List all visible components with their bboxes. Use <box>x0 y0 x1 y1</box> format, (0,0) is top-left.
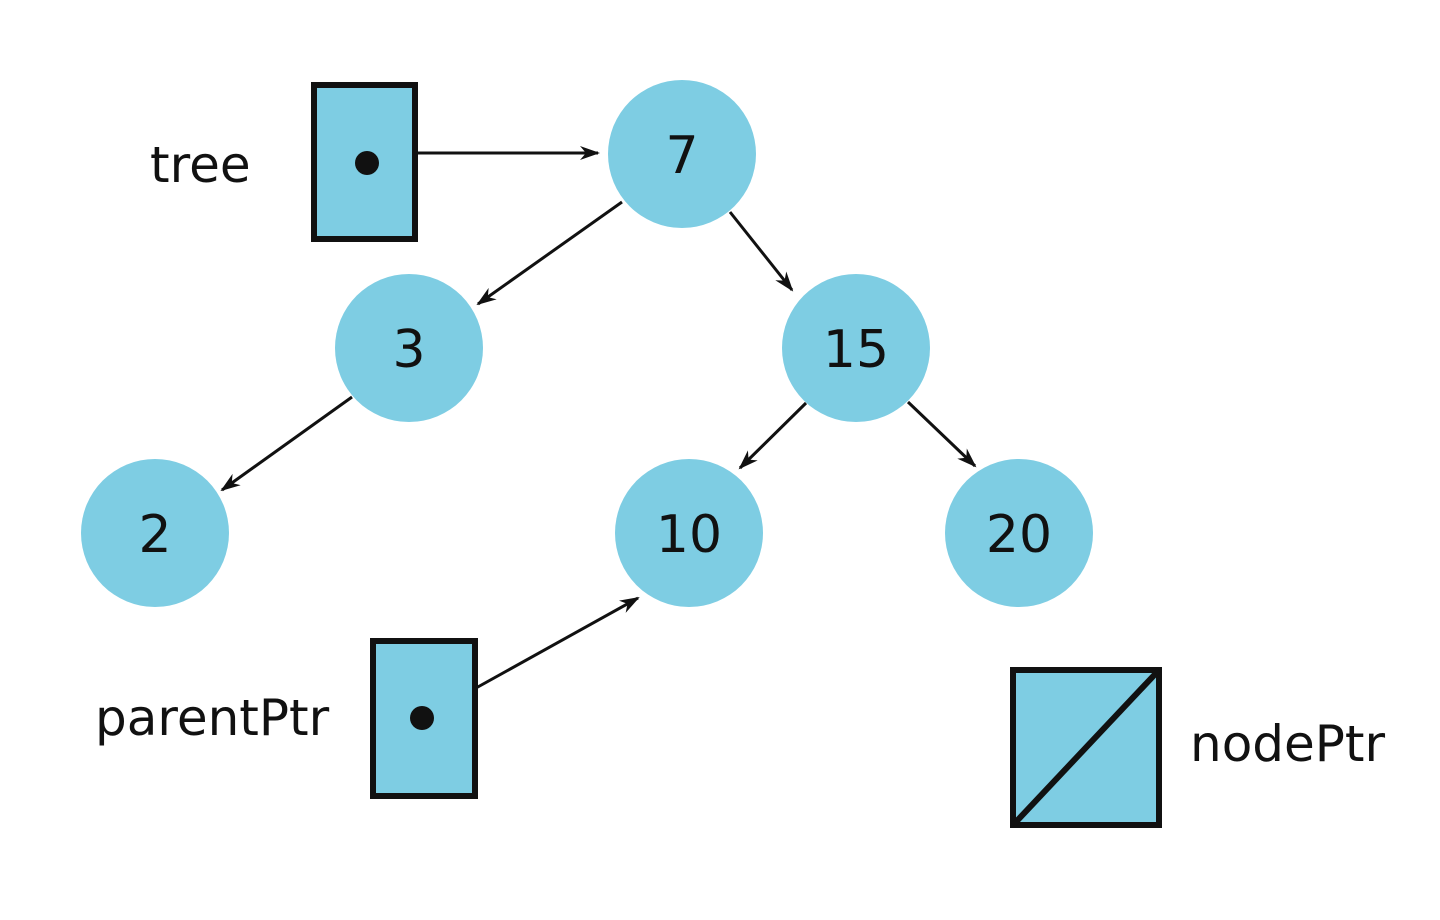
edge-7-to-3 <box>476 200 623 306</box>
pointer-label-parentptr: parentPtr <box>95 689 330 747</box>
tree-node-7: 7 <box>608 80 756 228</box>
node-circle <box>615 459 763 607</box>
node-circle <box>945 459 1093 607</box>
node-label: 2 <box>138 505 171 565</box>
edge-7-to-15 <box>728 211 794 292</box>
tree-node-3: 3 <box>335 274 483 422</box>
pointer-label-tree: tree <box>150 136 251 194</box>
null-slash-icon <box>1010 667 1162 828</box>
tree-node-10: 10 <box>615 459 763 607</box>
tree-edges <box>220 200 977 492</box>
node-label: 10 <box>656 505 722 565</box>
tree-node-20: 20 <box>945 459 1093 607</box>
node-circle <box>782 274 930 422</box>
node-label: 20 <box>986 505 1052 565</box>
node-label: 15 <box>823 320 889 380</box>
pointer-dot-icon <box>355 151 379 175</box>
edge-15-to-20 <box>906 400 977 468</box>
node-circle <box>81 459 229 607</box>
tree-node-2: 2 <box>81 459 229 607</box>
node-circle <box>608 80 756 228</box>
node-label: 3 <box>392 320 425 380</box>
tree-node-15: 15 <box>782 274 930 422</box>
pointer-tree: tree <box>150 82 418 242</box>
node-label: 7 <box>665 126 698 186</box>
pointer-parentptr: parentPtr <box>95 638 478 799</box>
parentptr-pointer-arrow <box>475 596 640 690</box>
pointer-nodeptr: nodePtr <box>1010 667 1386 828</box>
node-circle <box>335 274 483 422</box>
edge-15-to-10 <box>738 401 808 470</box>
pointer-dot-icon <box>410 706 434 730</box>
pointer-arrows <box>415 146 640 690</box>
pointer-label-nodeptr: nodePtr <box>1190 715 1386 773</box>
edge-3-to-2 <box>220 395 353 492</box>
